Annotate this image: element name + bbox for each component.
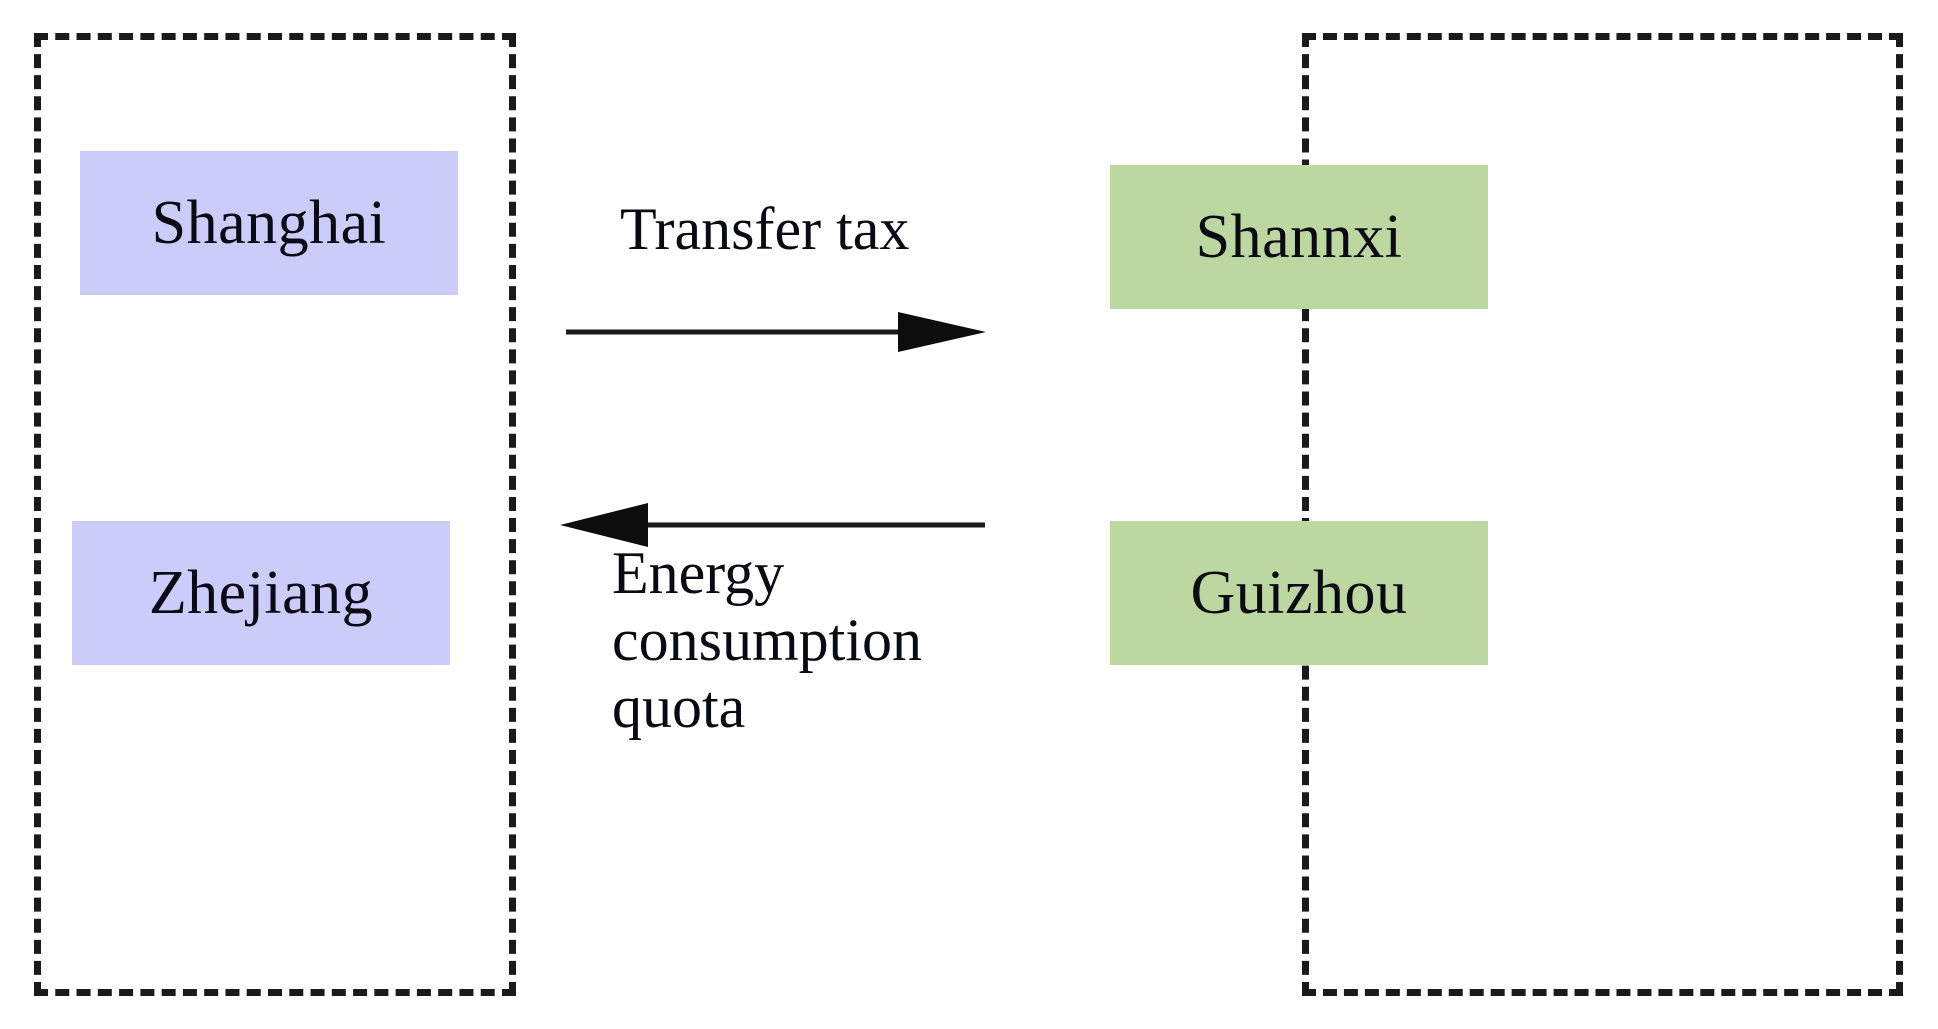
arrow-energy-quota-leftward <box>560 503 985 547</box>
edge-label-energy-consumption-quota: Energy consumption quota <box>612 540 922 741</box>
node-shannxi[interactable]: Shannxi <box>1110 165 1488 309</box>
group-eastern-region <box>34 33 516 996</box>
node-shanghai[interactable]: Shanghai <box>80 151 458 295</box>
node-zhejiang[interactable]: Zhejiang <box>72 521 450 665</box>
node-guizhou[interactable]: Guizhou <box>1110 521 1488 665</box>
arrow-left-icon <box>560 503 985 547</box>
edge-label-transfer-tax: Transfer tax <box>620 196 910 262</box>
group-western-region <box>1302 33 1903 996</box>
arrow-right-icon <box>566 312 986 352</box>
arrow-transfer-tax-rightward <box>566 312 986 352</box>
